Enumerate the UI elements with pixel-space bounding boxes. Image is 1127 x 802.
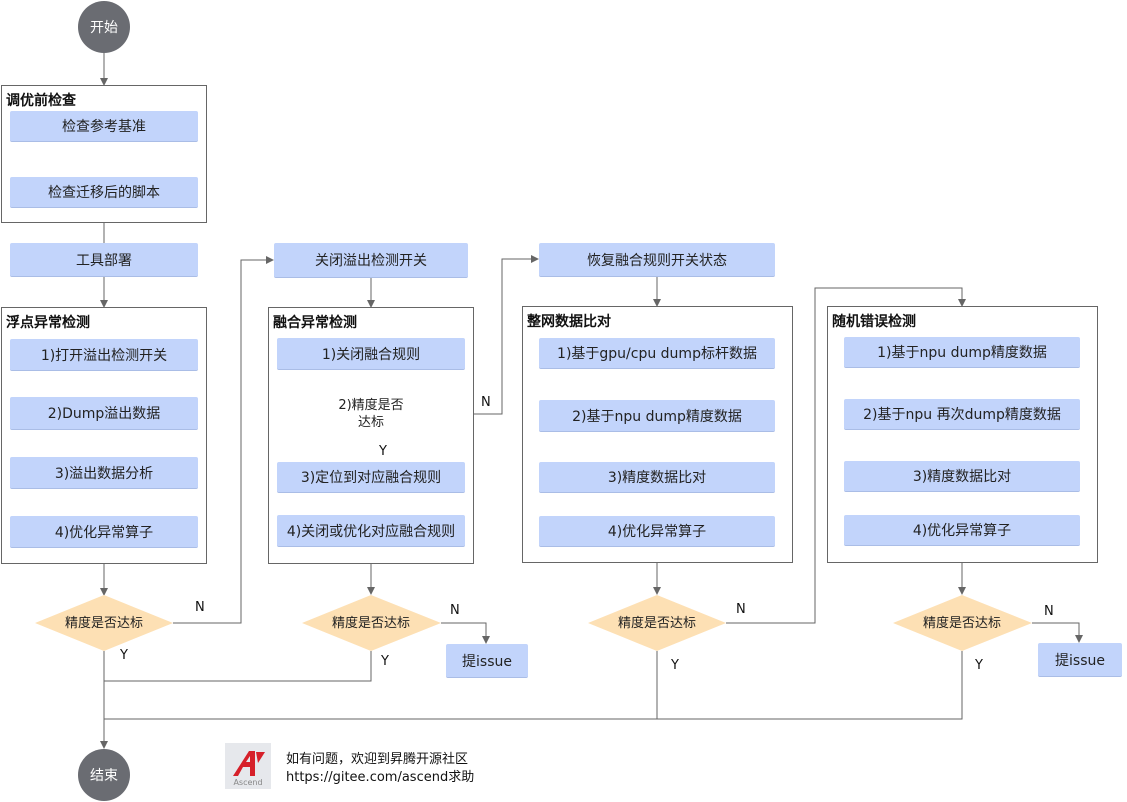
yes-label-decision-4: Y <box>975 658 983 673</box>
network-step-4: 4)优化异常算子 <box>539 516 775 547</box>
restore-fusion-step: 恢复融合规则开关状态 <box>539 243 775 277</box>
float-title: 浮点异常检测 <box>6 315 90 331</box>
check-baseline-step: 检查参考基准 <box>10 111 198 142</box>
footer-link[interactable]: https://gitee.com/ascend求助 <box>286 770 475 785</box>
network-step-2: 2)基于npu dump精度数据 <box>539 400 775 432</box>
no-label-decision-4: N <box>1044 604 1054 619</box>
start-label: 开始 <box>90 20 118 36</box>
decision-diamond-1 <box>35 595 173 651</box>
network-step-3: 3)精度数据比对 <box>539 462 775 493</box>
footer-line-1: 如有问题，欢迎到昇腾开源社区 <box>286 752 469 767</box>
fusion-step-4: 4)关闭或优化对应融合规则 <box>277 515 465 547</box>
yes-label-decision-1: Y <box>120 648 128 663</box>
network-title: 整网数据比对 <box>527 314 611 330</box>
float-step-4: 4)优化异常算子 <box>10 516 198 548</box>
decision-4-label: 精度是否达标 <box>922 615 1001 631</box>
fusion-title: 融合异常检测 <box>273 315 357 331</box>
tool-deploy-step: 工具部署 <box>10 243 198 277</box>
random-step-4: 4)优化异常算子 <box>844 515 1080 546</box>
no-label-decision-3: N <box>736 602 746 617</box>
random-step-3: 3)精度数据比对 <box>844 461 1080 492</box>
float-step-3: 3)溢出数据分析 <box>10 457 198 489</box>
yes-label-fusion: Y <box>379 444 387 459</box>
yes-label-decision-3: Y <box>671 658 679 673</box>
fusion-step-3: 3)定位到对应融合规则 <box>277 462 465 493</box>
start-node: 开始 <box>78 1 130 53</box>
decision-diamond-4 <box>893 595 1032 651</box>
float-step-2: 2)Dump溢出数据 <box>10 397 198 430</box>
decision-2-label: 精度是否达标 <box>331 615 410 631</box>
fusion-step-1: 1)关闭融合规则 <box>277 338 465 370</box>
issue-box-1: 提issue <box>446 644 528 678</box>
no-label-fusion: N <box>481 395 491 410</box>
float-step-1: 1)打开溢出检测开关 <box>10 339 198 371</box>
fusion-decision-label: 2)精度是否达标 <box>312 396 430 432</box>
issue-box-2: 提issue <box>1038 643 1122 677</box>
yes-label-decision-2: Y <box>381 654 389 669</box>
svg-text:Ascend: Ascend <box>233 778 262 787</box>
no-label-decision-1: N <box>195 600 205 615</box>
end-label: 结束 <box>90 768 118 784</box>
decision-diamond-2 <box>302 595 441 651</box>
decision-1-label: 精度是否达标 <box>64 615 143 631</box>
precheck-title: 调优前检查 <box>6 93 76 109</box>
decision-diamond-3 <box>588 595 726 651</box>
no-label-decision-2: N <box>450 603 460 618</box>
check-script-step: 检查迁移后的脚本 <box>10 177 198 208</box>
close-overflow-step: 关闭溢出检测开关 <box>274 243 468 278</box>
ascend-logo: Ascend <box>225 743 271 789</box>
random-step-1: 1)基于npu dump精度数据 <box>844 337 1080 368</box>
decision-3-label: 精度是否达标 <box>617 615 696 631</box>
fusion-decision-text: 2)精度是否达标 <box>338 398 404 430</box>
network-step-1: 1)基于gpu/cpu dump标杆数据 <box>539 338 775 369</box>
end-node: 结束 <box>78 749 130 801</box>
random-step-2: 2)基于npu 再次dump精度数据 <box>844 399 1080 430</box>
random-title: 随机错误检测 <box>832 314 916 330</box>
